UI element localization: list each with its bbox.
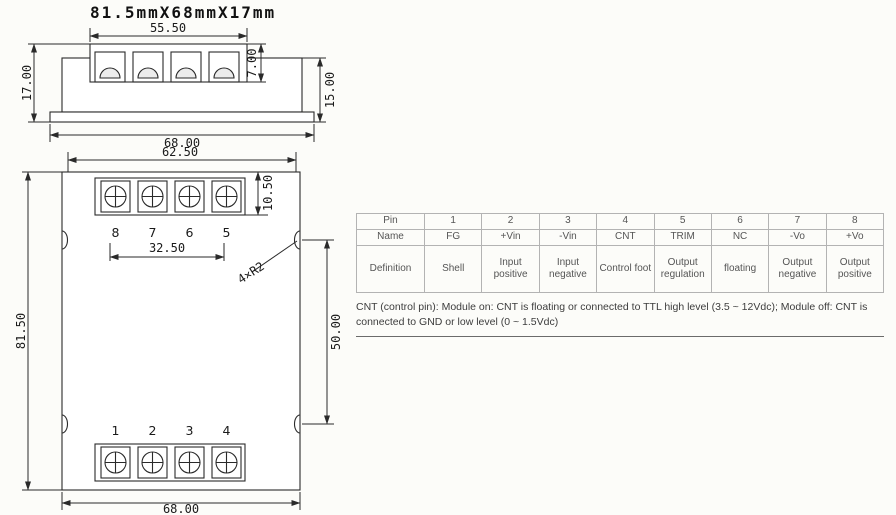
module-size-title: 81.5mmX68mmX17mm <box>90 3 277 22</box>
dim-block-depth: 10.50 <box>261 175 275 211</box>
name-row: Name FG +Vin -Vin CNT TRIM NC -Vo +Vo <box>356 229 885 246</box>
side-view-dimension-lines <box>28 28 326 142</box>
name-cell: +Vin <box>481 229 540 246</box>
definition-cell: Shell <box>423 245 483 293</box>
dim-total-height-side: 17.00 <box>20 65 34 101</box>
mount-notch <box>293 230 301 250</box>
name-cell: NC <box>710 229 770 246</box>
pin-cell: 5 <box>653 213 712 230</box>
pin-cell: 4 <box>596 213 655 230</box>
name-cell: -Vo <box>768 229 827 246</box>
pin-number-2: 2 <box>149 423 157 438</box>
definition-cell: floating <box>710 245 770 293</box>
pin-cell: 8 <box>825 213 885 230</box>
side-view-outline <box>49 43 315 123</box>
definition-cell: Input positive <box>481 245 540 293</box>
definition-cell: Output regulation <box>653 245 712 293</box>
bottom-terminal-block <box>94 443 246 482</box>
pin-cell: 7 <box>768 213 827 230</box>
name-cell: TRIM <box>653 229 712 246</box>
dim-top-width: 62.50 <box>162 145 198 159</box>
pin-number-3: 3 <box>186 423 194 438</box>
pin-number-5: 5 <box>223 225 231 240</box>
pin-row-label: Pin <box>356 213 425 230</box>
cnt-control-pin-note: CNT (control pin): Module on: CNT is flo… <box>356 300 884 338</box>
mount-notch <box>61 414 69 434</box>
pin-definition-panel: Pin 1 2 3 4 5 6 7 8 Name FG +Vin -Vin CN… <box>356 213 885 338</box>
name-row-label: Name <box>356 229 425 246</box>
dim-pin-span: 32.50 <box>149 241 185 255</box>
dim-notch-span: 50.00 <box>329 314 343 350</box>
dim-terminal-width: 55.50 <box>150 21 186 35</box>
definition-row: Definition Shell Input positive Input ne… <box>356 245 885 293</box>
definition-cell: Output positive <box>825 245 885 293</box>
name-cell: -Vin <box>538 229 598 246</box>
pin-number-1: 1 <box>112 423 120 438</box>
pin-cell: 3 <box>538 213 598 230</box>
pin-number-8: 8 <box>112 225 120 240</box>
pin-number-labels: 8 7 6 5 1 2 3 4 <box>112 225 231 438</box>
pin-table: Pin 1 2 3 4 5 6 7 8 Name FG +Vin -Vin CN… <box>356 213 885 293</box>
pin-number-6: 6 <box>186 225 194 240</box>
dim-total-width-side: 68.00 <box>164 136 200 150</box>
mechanical-drawing: 55.50 7.00 15.00 17.00 68.00 <box>14 21 343 515</box>
mount-notch <box>293 414 301 434</box>
top-view-dimension-lines <box>22 152 334 510</box>
r2-leader-line <box>251 240 298 273</box>
dim-total-height-top: 81.50 <box>14 313 28 349</box>
name-cell: FG <box>423 229 483 246</box>
name-cell: +Vo <box>825 229 885 246</box>
pin-number-7: 7 <box>149 225 157 240</box>
name-cell: CNT <box>596 229 655 246</box>
pin-cell: 1 <box>423 213 483 230</box>
definition-cell: Control foot <box>596 245 655 293</box>
side-view-dim-labels: 55.50 7.00 15.00 17.00 68.00 <box>20 21 337 150</box>
mount-notch <box>61 230 69 250</box>
dim-total-width-top: 68.00 <box>163 502 199 515</box>
dim-body-height: 15.00 <box>323 72 337 108</box>
pin-row: Pin 1 2 3 4 5 6 7 8 <box>356 213 885 230</box>
pin-number-4: 4 <box>223 423 231 438</box>
terminal-strip <box>94 51 240 83</box>
dim-terminal-height: 7.00 <box>245 49 259 78</box>
top-terminal-block <box>94 177 246 216</box>
top-view-outline <box>61 171 301 491</box>
definition-cell: Input negative <box>538 245 598 293</box>
definition-row-label: Definition <box>356 245 425 293</box>
pin-cell: 2 <box>481 213 540 230</box>
pin-cell: 6 <box>710 213 770 230</box>
definition-cell: Output negative <box>768 245 827 293</box>
